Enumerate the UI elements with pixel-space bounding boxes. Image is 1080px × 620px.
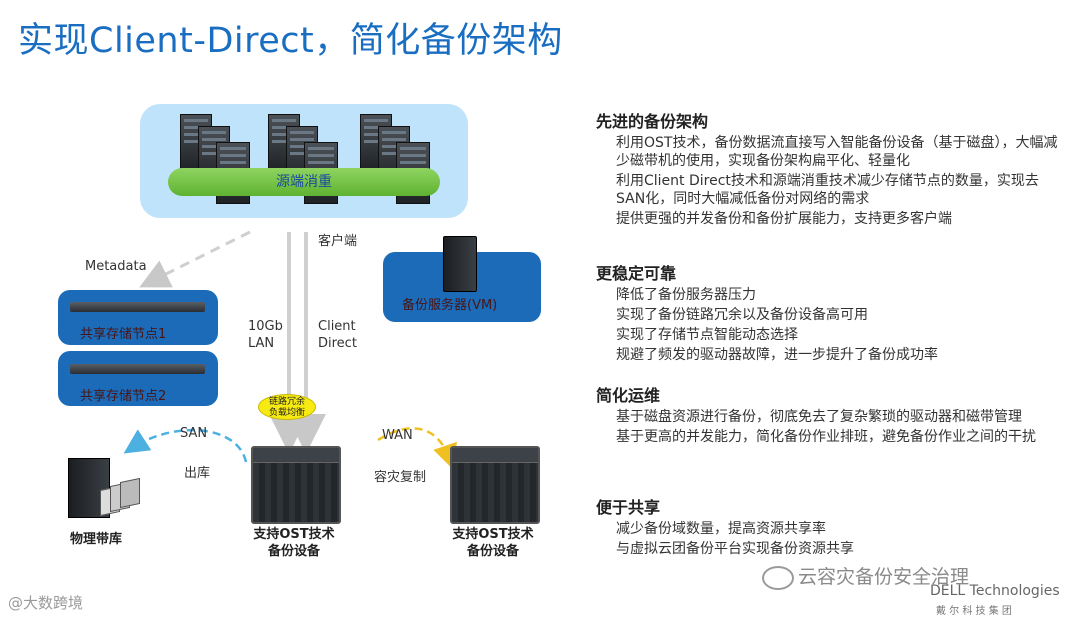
dr-replication-label: 容灾复制	[374, 470, 427, 485]
page-title: 实现Client-Direct，简化备份架构	[18, 21, 563, 61]
section-heading: 简化运维	[596, 386, 661, 405]
bullet-item: 利用OST技术，备份数据流直接写入智能备份设备（基于磁盘），大幅减少磁带机的使用…	[616, 135, 1058, 169]
section-reliability: 更稳定可靠 降低了备份服务器压力 实现了备份链路冗余以及备份设备高可用 实现了存…	[596, 264, 1066, 364]
storage-node-2-label: 共享存储节点2	[80, 389, 167, 404]
bullet-item: 利用Client Direct技术和源端消重技术减少存储节点的数量，实现去SAN…	[616, 173, 1039, 207]
rack-server-icon	[70, 364, 205, 374]
bullet-item: 基于更高的并发能力，简化备份作业排班，避免备份作业之间的干扰	[616, 429, 1036, 445]
storage-node-2	[58, 351, 218, 406]
client-direct-label: Client Direct	[318, 319, 357, 351]
san-label: SAN	[180, 426, 208, 441]
tower-server-icon	[443, 236, 477, 292]
brand-subtitle: 戴 尔 科 技 集 团	[936, 606, 1012, 617]
tape-library-label: 物理带库	[70, 532, 123, 547]
watermark-left: @大数跨境	[8, 594, 84, 612]
bullet-item: 与虚拟云团备份平台实现备份资源共享	[616, 541, 854, 557]
client-label: 客户端	[318, 234, 358, 249]
metadata-arrow	[139, 230, 251, 288]
section-heading: 更稳定可靠	[596, 264, 677, 283]
bullet-item: 实现了存储节点智能动态选择	[616, 327, 798, 343]
storage-node-1-label: 共享存储节点1	[80, 327, 167, 342]
source-dedup-bar: 源端消重	[168, 168, 440, 196]
storage-node-1	[58, 290, 218, 345]
rack-server-icon	[70, 302, 205, 312]
bullet-item: 基于磁盘资源进行备份，彻底免去了复杂繁琐的驱动器和磁带管理	[616, 409, 1022, 425]
bullet-item: 提供更强的并发备份和备份扩展能力，支持更多客户端	[616, 211, 952, 227]
backup-server-label: 备份服务器(VM)	[402, 298, 498, 313]
redundancy-badge: 链路冗余 负载均衡	[258, 394, 316, 420]
wan-label: WAN	[382, 428, 413, 443]
section-sharing: 便于共享 减少备份域数量，提高资源共享率 与虚拟云团备份平台实现备份资源共享	[596, 498, 1066, 558]
san-arrow	[123, 428, 248, 463]
export-label: 出库	[184, 466, 211, 481]
bullet-item: 实现了备份链路冗余以及备份设备高可用	[616, 307, 868, 323]
section-advanced-architecture: 先进的备份架构 利用OST技术，备份数据流直接写入智能备份设备（基于磁盘），大幅…	[596, 112, 1066, 228]
bullet-item: 减少备份域数量，提高资源共享率	[616, 521, 826, 537]
lan-label: 10Gb LAN	[248, 319, 283, 351]
section-heading: 先进的备份架构	[596, 112, 709, 131]
bullet-item: 规避了频发的驱动器故障，进一步提升了备份成功率	[616, 347, 938, 363]
metadata-label: Metadata	[85, 259, 147, 274]
ost-device-right	[450, 446, 540, 524]
wechat-icon	[762, 566, 794, 590]
bullet-item: 降低了备份服务器压力	[616, 287, 756, 303]
wan-arrow	[377, 427, 457, 470]
ost-device-left-label: 支持OST技术 备份设备	[253, 527, 335, 559]
ost-device-right-label: 支持OST技术 备份设备	[452, 527, 534, 559]
tape-cartridge-icon	[120, 477, 140, 509]
brand-logo: DELL Technologies	[930, 583, 1060, 599]
ost-device-left	[251, 446, 341, 524]
watermark-right: 云容灾备份安全治理	[798, 566, 970, 588]
section-simplified-ops: 简化运维 基于磁盘资源进行备份，彻底免去了复杂繁琐的驱动器和磁带管理 基于更高的…	[596, 386, 1066, 446]
section-heading: 便于共享	[596, 498, 661, 517]
